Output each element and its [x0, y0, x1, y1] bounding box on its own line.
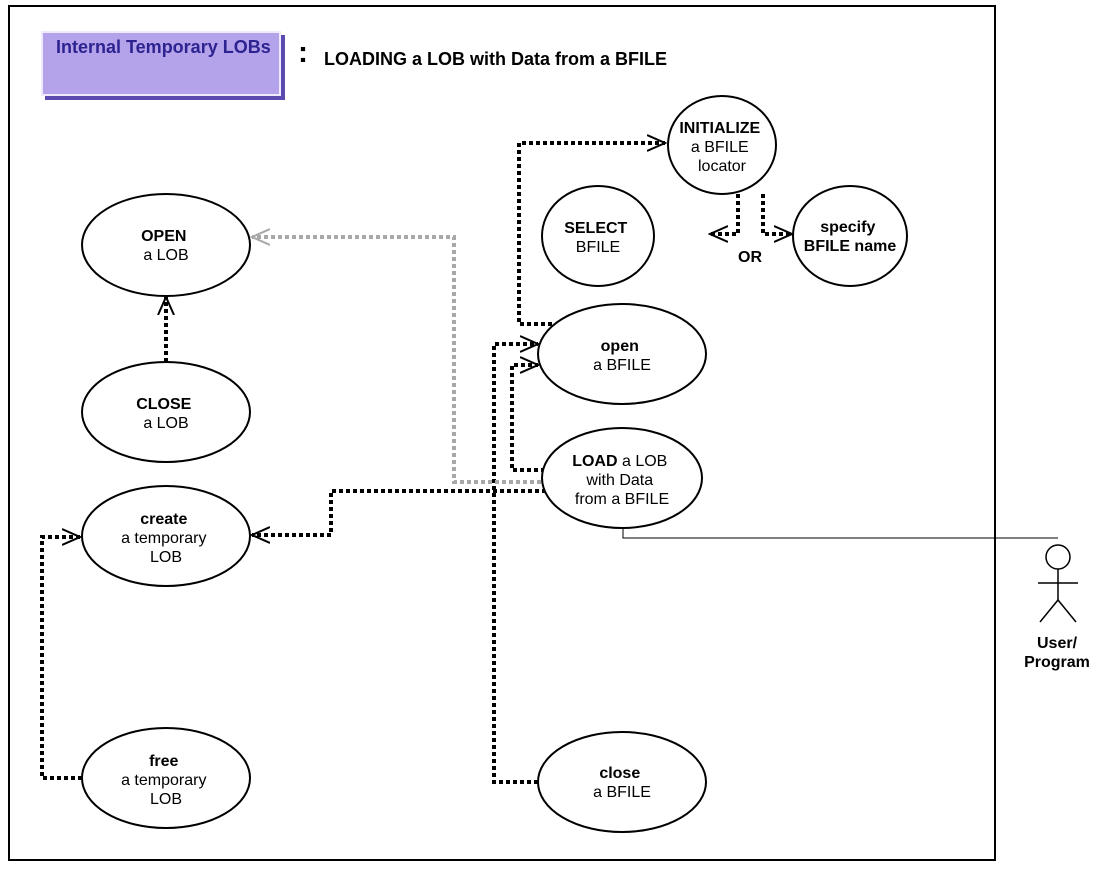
usecase-close-bfile-ellipse[interactable]: [537, 731, 707, 833]
title-colon: :: [298, 36, 308, 69]
actor-label-line2: Program: [1024, 654, 1090, 671]
usecase-open-bfile-ellipse[interactable]: [537, 303, 707, 405]
edge-initialize-to-specify: [761, 194, 792, 234]
usecase-open-bfile-label: open a BFILE: [593, 338, 651, 374]
usecase-specify-ellipse[interactable]: [792, 185, 908, 287]
diagram-frame: [8, 5, 996, 861]
actor-icon: [1038, 544, 1078, 623]
edge-close-bfile-to-open-bfile: [492, 344, 538, 784]
usecase-select-ellipse[interactable]: [541, 185, 655, 287]
usecase-create-ellipse[interactable]: [81, 485, 251, 587]
usecase-initialize-label: INITIALIZE a BFILE locator: [679, 120, 764, 175]
usecase-open-lob-ellipse[interactable]: [81, 193, 251, 297]
usecase-close-lob-label: CLOSE a LOB: [136, 396, 196, 432]
usecase-initialize-ellipse[interactable]: [667, 95, 777, 195]
actor-label-line1: User/: [1036, 635, 1078, 652]
usecase-close-bfile-label: close a BFILE: [593, 765, 651, 801]
edge-open-bfile-to-initialize: [517, 143, 665, 326]
usecase-load-label: LOAD a LOB with Data from a BFILE: [572, 453, 672, 508]
edge-load-to-create: [252, 489, 546, 535]
usecase-open-lob-label: OPEN a LOB: [141, 228, 191, 264]
edge-free-to-create: [40, 537, 82, 780]
usecase-select-label: SELECT BFILE: [564, 220, 632, 256]
usecase-free-ellipse[interactable]: [81, 727, 251, 829]
usecase-load-ellipse[interactable]: [541, 427, 703, 529]
title-badge: Internal Temporary LOBs: [41, 31, 281, 96]
diagram-title: LOADING a LOB with Data from a BFILE: [324, 49, 668, 69]
usecase-close-lob-ellipse[interactable]: [81, 361, 251, 463]
usecase-specify-label: specify BFILE name: [804, 219, 897, 255]
usecase-create-label: create a temporary LOB: [121, 511, 211, 566]
or-label: OR: [738, 249, 762, 266]
actor-label: User/ Program: [1002, 634, 1110, 672]
edge-load-to-open-bfile: [510, 365, 545, 472]
actor-association-line: [622, 526, 1058, 539]
usecase-free-label: free a temporary LOB: [121, 753, 211, 808]
edge-initialize-to-select: [710, 194, 740, 234]
edge-load-to-open-lob: [252, 237, 548, 484]
